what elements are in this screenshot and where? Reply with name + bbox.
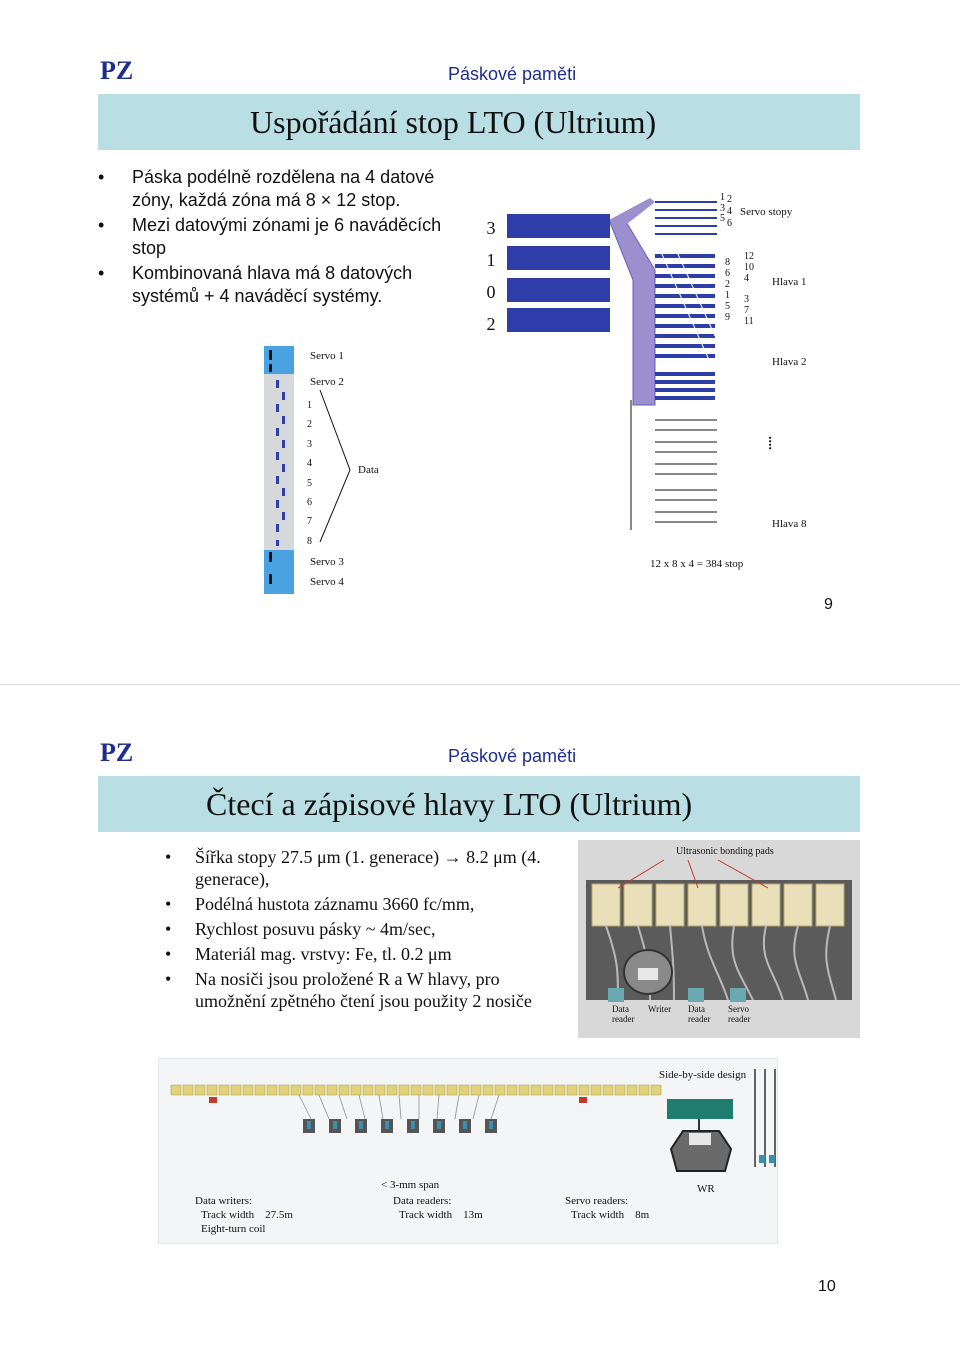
tape-band (507, 308, 610, 332)
band-number: 2 (486, 314, 496, 334)
head-1-label: Hlava 1 (772, 276, 807, 288)
servo-4-label: Servo 4 (310, 576, 344, 588)
tape-band (507, 246, 610, 270)
course-name: Páskové paměti (448, 746, 577, 766)
bullet-item: Na nosiči jsou proložené R a W hlavy, pr… (165, 968, 565, 1012)
logo: PZ (100, 738, 134, 767)
slide-1: PZ Páskové paměti Uspořádání stop LTO (U… (0, 0, 960, 680)
band-number: 1 (486, 250, 496, 270)
ellipsis: .... (765, 436, 780, 450)
wr-label: WR (697, 1183, 715, 1195)
track-number: 4 (727, 206, 732, 217)
servo-3-label: Servo 3 (310, 556, 344, 568)
servo-width: Track width 8m (571, 1209, 650, 1221)
head-8-label: Hlava 8 (772, 518, 807, 530)
slide-title: Uspořádání stop LTO (Ultrium) (250, 104, 657, 140)
bullet-item: Kombinovaná hlava má 8 datových systémů … (98, 262, 468, 308)
photo-illustration (578, 840, 860, 1038)
course-name: Páskové paměti (448, 64, 577, 84)
readers-title: Data readers: (393, 1195, 452, 1207)
slide-title: Čtecí a zápisové hlavy LTO (Ultrium) (206, 786, 693, 822)
servo-title: Servo readers: (565, 1195, 629, 1207)
data-label: Data (358, 464, 379, 476)
band-numbers: 3 1 0 2 (484, 212, 498, 340)
bullet-item: Materiál mag. vrstvy: Fe, tl. 0.2 μm (165, 943, 565, 965)
track-number: 3 (720, 203, 725, 214)
bullet-item: Rychlost posuvu pásky ~ 4m/sec, (165, 918, 565, 940)
page-divider (0, 684, 960, 685)
photo-label: Data reader (612, 1004, 635, 1024)
band-number: 0 (486, 282, 496, 302)
slide-2: PZ Páskové paměti Čtecí a zápisové hlavy… (0, 686, 960, 1367)
photo-label: Servo reader (728, 1004, 751, 1024)
writers-width: Track width 27.5m (201, 1209, 293, 1221)
page-number: 10 (818, 1278, 836, 1295)
track-number: 5 (720, 213, 725, 224)
writers-title: Data writers: (195, 1195, 253, 1207)
tape-band (507, 278, 610, 302)
photo-label: Data reader (688, 1004, 711, 1024)
track-number: 1 (720, 192, 725, 203)
track-number: 6 (727, 218, 732, 229)
head-diagram-illustration (170, 1069, 776, 1172)
title-bar (98, 776, 860, 832)
bullet-item: Páska podélně rozdělena na 4 datové zóny… (98, 166, 468, 212)
writers-coil: Eight-turn coil (201, 1223, 266, 1235)
photo-label: Writer (648, 1004, 672, 1014)
servo-tracks-label: Servo stopy (740, 206, 793, 218)
bullet-item: Mezi datovými zónami je 6 naváděcích sto… (98, 214, 468, 260)
servo-2-label: Servo 2 (310, 376, 344, 388)
total-tracks-formula: 12 x 8 x 4 = 384 stop (650, 558, 744, 570)
logo: PZ (100, 56, 134, 85)
title-bar (98, 94, 860, 150)
page-number: 9 (824, 596, 833, 613)
bullet-list: Šířka stopy 27.5 μm (1. generace) → 8.2 … (165, 846, 565, 1012)
tape-strip (264, 346, 351, 594)
side-by-side-label: Side-by-side design (659, 1069, 747, 1081)
head-photo: Ultrasonic bonding pads Data reader Writ… (578, 840, 860, 1038)
bullet-list: Páska podélně rozdělena na 4 datové zóny… (98, 166, 468, 308)
bullet-item: Podélná hustota záznamu 3660 fc/mm, (165, 893, 565, 915)
track-number: 2 (727, 194, 732, 205)
readers-width: Track width 13m (399, 1209, 483, 1221)
servo-1-label: Servo 1 (310, 350, 344, 362)
head-2-label: Hlava 2 (772, 356, 807, 368)
head-diagram: Side-by-side design < 3-mm span WR Data … (158, 1058, 778, 1244)
span-label: < 3-mm span (381, 1179, 440, 1191)
tape-band-diagram (507, 198, 717, 530)
band-number: 3 (486, 218, 496, 238)
photo-caption: Ultrasonic bonding pads (676, 846, 774, 857)
bullet-item: Šířka stopy 27.5 μm (1. generace) → 8.2 … (165, 846, 565, 890)
tape-band (507, 214, 610, 238)
